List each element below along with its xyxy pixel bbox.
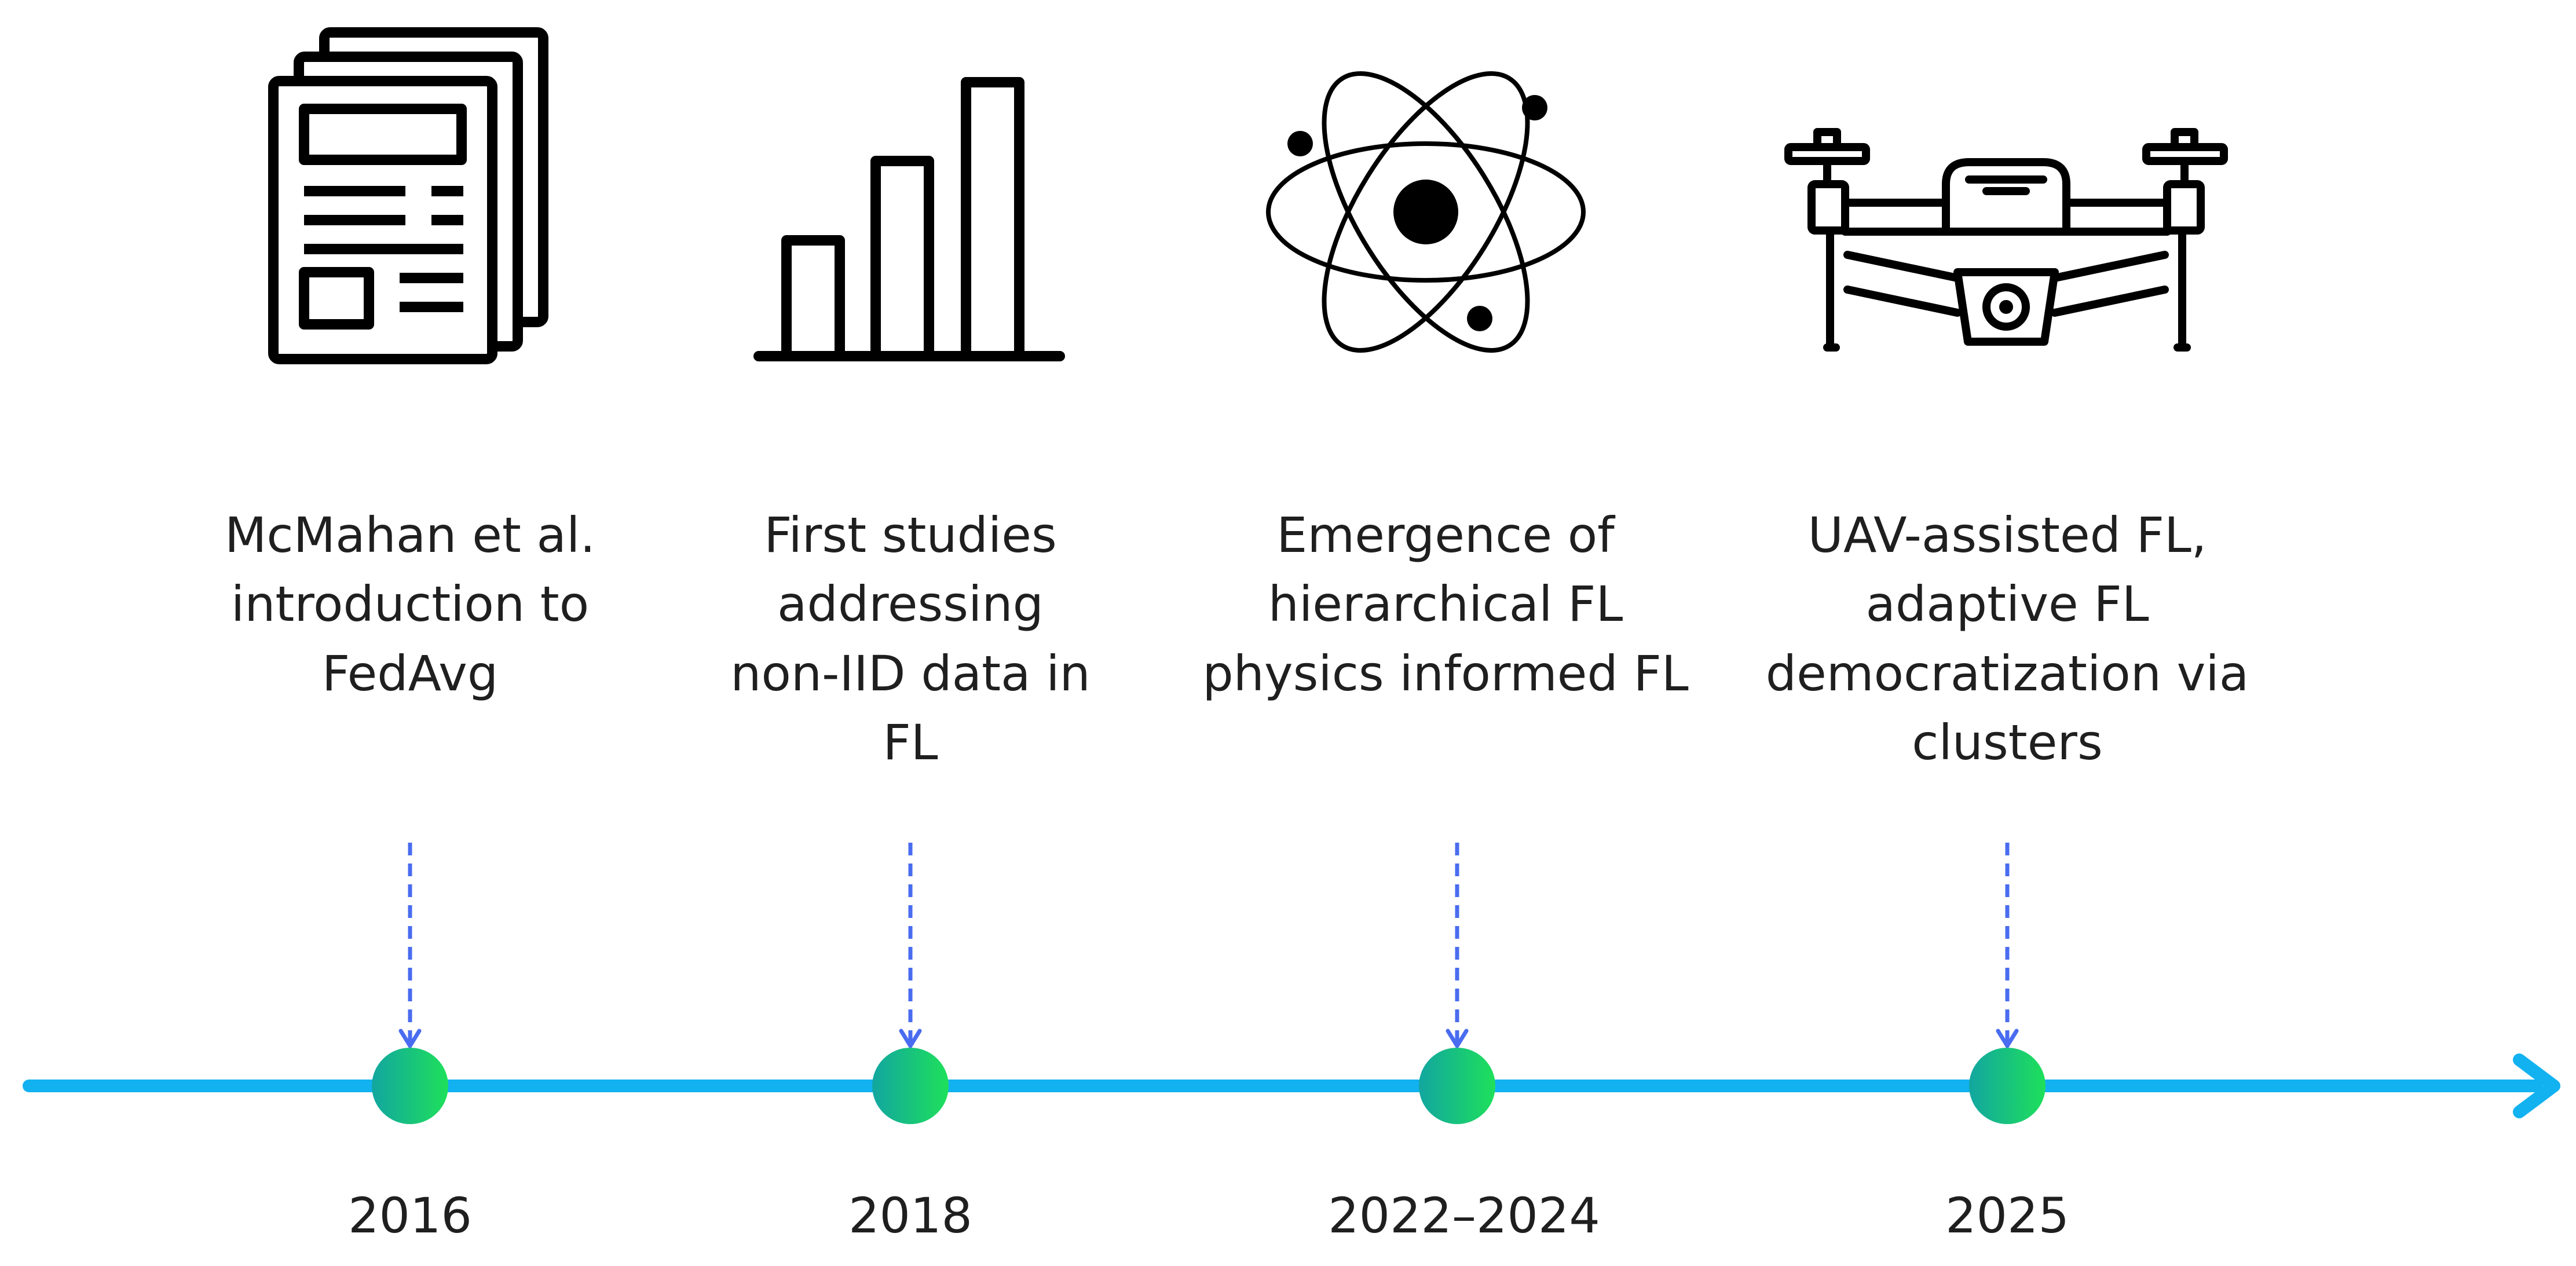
milestone-year-2025: 2025 <box>1945 1187 2069 1244</box>
atom-icon <box>1266 71 1586 353</box>
milestone-caption-2016: McMahan et al. introduction to FedAvg <box>224 507 596 702</box>
connector-arrow-2022-2024 <box>1446 843 1469 1050</box>
milestone-year-2022-2024: 2022–2024 <box>1328 1187 1600 1244</box>
milestone-marker-2025 <box>1969 1048 2046 1124</box>
connector-arrow-2025 <box>1996 843 2019 1050</box>
milestone-caption-2025: UAV-assisted FL, adaptive FL democratiza… <box>1765 507 2249 771</box>
milestone-year-2018: 2018 <box>848 1187 972 1244</box>
bar-chart-icon <box>753 77 1065 361</box>
milestone-marker-2016 <box>372 1048 448 1124</box>
timeline-arrowhead <box>2513 1053 2560 1118</box>
milestone-caption-2018: First studies addressing non-IID data in… <box>730 507 1091 771</box>
drone-icon <box>1784 128 2228 352</box>
newspaper-icon <box>268 27 548 364</box>
milestone-marker-2018 <box>872 1048 949 1124</box>
connector-arrow-2018 <box>899 843 922 1050</box>
milestone-year-2016: 2016 <box>348 1187 472 1244</box>
milestone-caption-2022-2024: Emergence of hierarchical FL physics inf… <box>1202 507 1689 702</box>
connector-arrow-2016 <box>398 843 422 1050</box>
milestone-marker-2022-2024 <box>1419 1048 1495 1124</box>
